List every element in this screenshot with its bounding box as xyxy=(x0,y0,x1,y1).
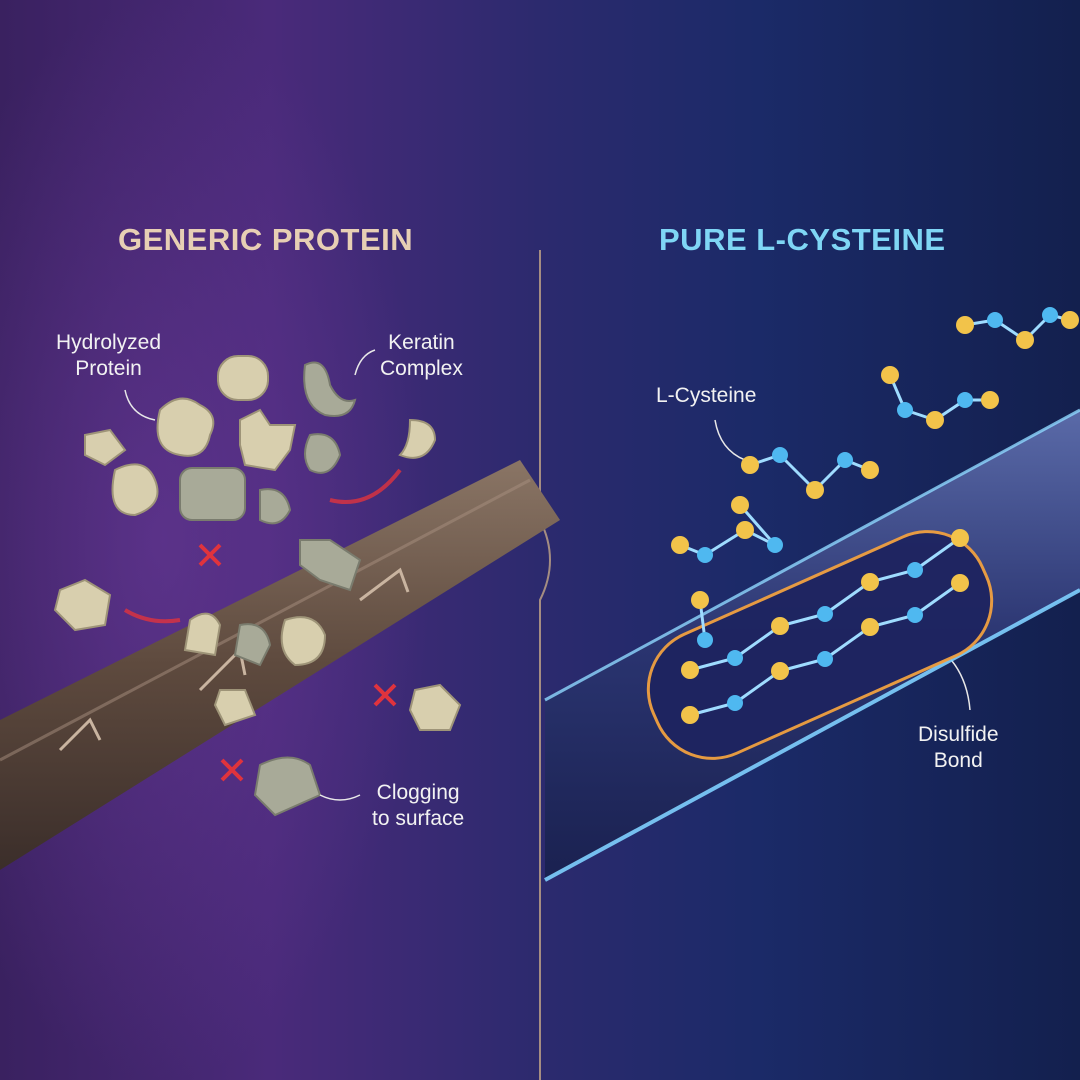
label-line: Disulfide xyxy=(918,723,999,746)
atom xyxy=(926,411,944,429)
atom xyxy=(981,391,999,409)
atom xyxy=(1061,311,1079,329)
label-clogging: Clogging to surface xyxy=(372,780,464,832)
atom xyxy=(861,573,879,591)
atom xyxy=(1016,331,1034,349)
atom xyxy=(817,606,833,622)
atom xyxy=(861,618,879,636)
atom xyxy=(957,392,973,408)
label-line: Clogging xyxy=(376,781,460,804)
atom xyxy=(907,607,923,623)
atom xyxy=(956,316,974,334)
atom xyxy=(772,447,788,463)
atom xyxy=(767,537,783,553)
label-l-cysteine: L-Cysteine xyxy=(656,384,757,407)
atom xyxy=(727,695,743,711)
label-hydrolyzed-protein: Hydrolyzed Protein xyxy=(56,330,161,382)
left-panel-title: GENERIC PROTEIN xyxy=(118,222,414,257)
atom xyxy=(837,452,853,468)
label-line: Protein xyxy=(75,357,142,380)
atom xyxy=(736,521,754,539)
label-line: Hydrolyzed xyxy=(56,331,162,354)
label-disulfide-bond: Disulfide Bond xyxy=(918,722,999,774)
atom xyxy=(691,591,709,609)
atom xyxy=(987,312,1003,328)
atom xyxy=(861,461,879,479)
atom xyxy=(817,651,833,667)
label-line: to surface xyxy=(372,807,465,830)
atom xyxy=(1042,307,1058,323)
atom xyxy=(881,366,899,384)
label-keratin-complex: Keratin Complex xyxy=(380,330,463,382)
protein-fragments xyxy=(53,355,462,731)
atom xyxy=(771,662,789,680)
atom xyxy=(731,496,749,514)
atom xyxy=(681,706,699,724)
atom xyxy=(897,402,913,418)
atom xyxy=(771,617,789,635)
label-line: Keratin xyxy=(388,331,455,354)
healthy-hair-tube xyxy=(544,408,1080,882)
damaged-hair-strand xyxy=(0,460,560,870)
molecules xyxy=(671,307,1079,724)
label-line: Complex xyxy=(380,357,463,380)
atom xyxy=(951,529,969,547)
panel-divider xyxy=(539,250,551,1080)
atom xyxy=(697,632,713,648)
atom xyxy=(681,661,699,679)
blocked-x-icons xyxy=(123,468,402,782)
atom xyxy=(727,650,743,666)
right-panel-title: PURE L-CYSTEINE xyxy=(659,222,946,257)
atom xyxy=(806,481,824,499)
atom xyxy=(697,547,713,563)
atom xyxy=(671,536,689,554)
label-line: Bond xyxy=(933,749,983,772)
atom xyxy=(951,574,969,592)
atom xyxy=(907,562,923,578)
atom xyxy=(741,456,759,474)
